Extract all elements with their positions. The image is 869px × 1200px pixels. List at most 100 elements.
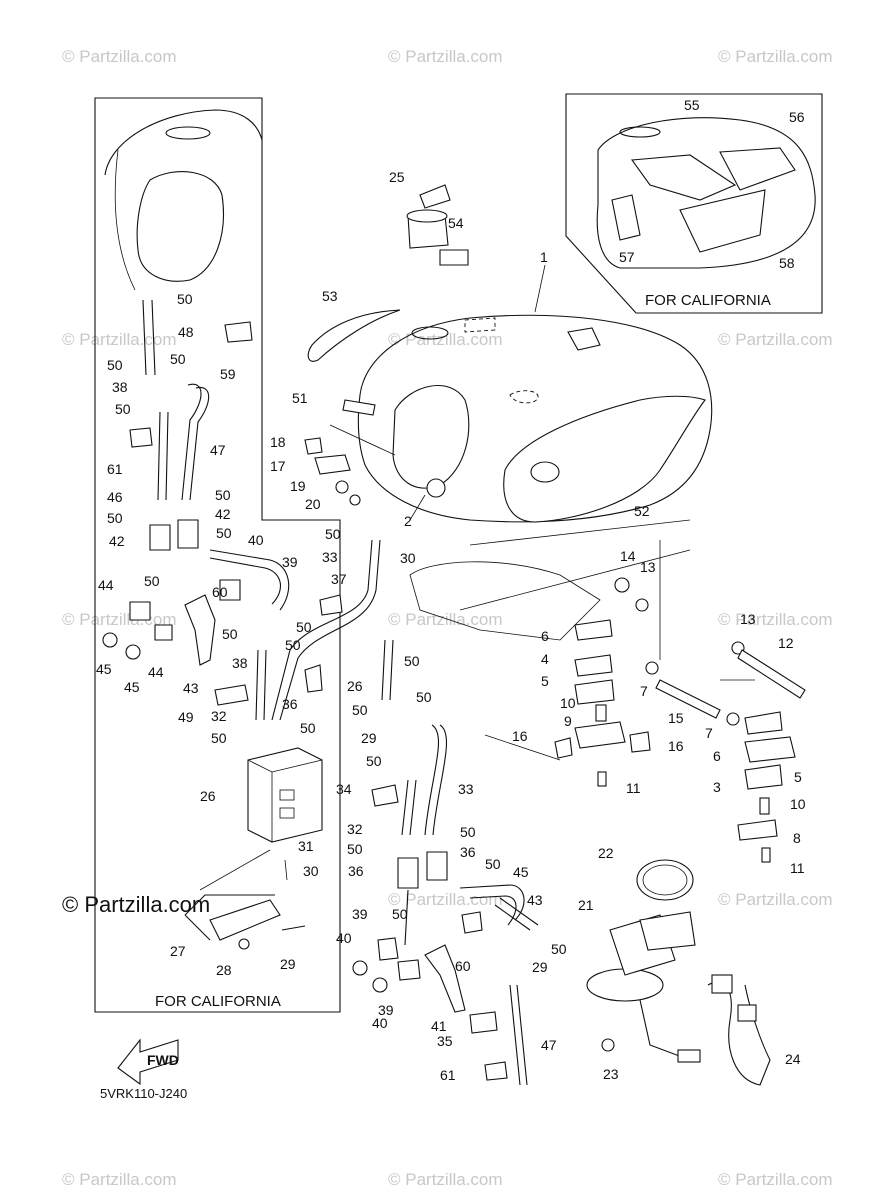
callout: 49 — [178, 709, 194, 725]
callout: 50 — [222, 626, 238, 642]
tank-misc — [304, 249, 469, 506]
callout: 40 — [336, 930, 352, 946]
callout: 61 — [440, 1067, 456, 1083]
callout: 45 — [96, 661, 112, 677]
watermark: © Partzilla.com — [388, 330, 503, 349]
callout: 50 — [404, 653, 420, 669]
partzilla-mark: © Partzilla.com — [62, 892, 210, 917]
callout: 38 — [112, 379, 128, 395]
callout: 13 — [640, 559, 656, 575]
callout: 36 — [282, 696, 298, 712]
callout: 34 — [336, 781, 352, 797]
callout: 23 — [603, 1066, 619, 1082]
callout: 50 — [285, 637, 301, 653]
callout: 60 — [212, 584, 228, 600]
callout: 54 — [448, 215, 464, 231]
callout: 2 — [404, 513, 412, 529]
frame-mounts — [409, 519, 806, 863]
callout: 33 — [458, 781, 474, 797]
callout: 11 — [790, 860, 805, 876]
watermark: © Partzilla.com — [388, 890, 503, 909]
callout: 32 — [211, 708, 227, 724]
callout: 15 — [668, 710, 684, 726]
watermark: © Partzilla.com — [62, 330, 177, 349]
callout: 50 — [170, 351, 186, 367]
callout: 18 — [270, 434, 286, 450]
callout: 50 — [177, 291, 193, 307]
callouts: 1 2 3 4 5 5 6 6 7 7 8 9 10 10 11 11 12 1… — [96, 97, 806, 1083]
callout: 5 — [541, 673, 549, 689]
callout: 13 — [740, 611, 756, 627]
watermark: © Partzilla.com — [718, 890, 833, 909]
callout: 47 — [210, 442, 226, 458]
callout: 29 — [280, 956, 296, 972]
watermark: © Partzilla.com — [388, 610, 503, 629]
callout: 24 — [785, 1051, 801, 1067]
callout: 4 — [541, 651, 549, 667]
callout: 45 — [513, 864, 529, 880]
callout: 60 — [455, 958, 471, 974]
watermark: © Partzilla.com — [718, 1170, 833, 1189]
fwd-arrow-icon: FWD — [117, 1038, 179, 1086]
watermark: © Partzilla.com — [388, 1170, 503, 1189]
callout: 16 — [512, 728, 528, 744]
callout: 50 — [485, 856, 501, 872]
fuel-tank — [357, 314, 713, 523]
california-box-left — [94, 97, 341, 1013]
callout: 38 — [232, 655, 248, 671]
callout: 59 — [220, 366, 236, 382]
left-tank-outline — [104, 109, 263, 291]
callout: 61 — [107, 461, 123, 477]
callout: 55 — [684, 97, 700, 113]
callout: 19 — [290, 478, 306, 494]
watermark: © Partzilla.com — [718, 330, 833, 349]
watermark: © Partzilla.com — [718, 47, 833, 66]
callout: 50 — [551, 941, 567, 957]
callout: 50 — [107, 357, 123, 373]
callout: 1 — [540, 249, 548, 265]
callout: 50 — [115, 401, 131, 417]
callout: 9 — [564, 713, 572, 729]
left-canister-26 — [247, 747, 323, 843]
callout: 7 — [640, 683, 648, 699]
callout: 50 — [416, 689, 432, 705]
callout: 3 — [713, 779, 721, 795]
callout: 27 — [170, 943, 186, 959]
callout: 50 — [460, 824, 476, 840]
right-tank-outline — [596, 117, 816, 269]
callout: 58 — [779, 255, 795, 271]
left-bracket-27 — [184, 849, 306, 950]
callout: 10 — [790, 796, 806, 812]
leader-lines — [409, 264, 755, 681]
callout: 46 — [107, 489, 123, 505]
callout: 40 — [372, 1015, 388, 1031]
callout: 42 — [109, 533, 125, 549]
callout: 56 — [789, 109, 805, 125]
callout: 8 — [793, 830, 801, 846]
callout: 45 — [124, 679, 140, 695]
callout: 50 — [107, 510, 123, 526]
callout: 20 — [305, 496, 321, 512]
callout: 39 — [352, 906, 368, 922]
callout: 31 — [298, 838, 314, 854]
callout: 53 — [322, 288, 338, 304]
california-box-left-caption: FOR CALIFORNIA — [155, 993, 281, 1010]
callout: 36 — [348, 863, 364, 879]
callout: 50 — [392, 906, 408, 922]
callout: 50 — [352, 702, 368, 718]
callout: 32 — [347, 821, 363, 837]
callout: 36 — [460, 844, 476, 860]
callout: 39 — [378, 1002, 394, 1018]
diagram-code: 5VRK110-J240 — [100, 1086, 187, 1101]
watermark: © Partzilla.com — [388, 47, 503, 66]
callout: 52 — [634, 503, 650, 519]
callout: 22 — [598, 845, 614, 861]
callout: 42 — [215, 506, 231, 522]
callout: 11 — [626, 780, 641, 796]
callout: 5 — [794, 769, 802, 785]
callout: 30 — [400, 550, 416, 566]
callout: 50 — [215, 487, 231, 503]
callout: 6 — [541, 628, 549, 644]
callout: 14 — [620, 548, 636, 564]
